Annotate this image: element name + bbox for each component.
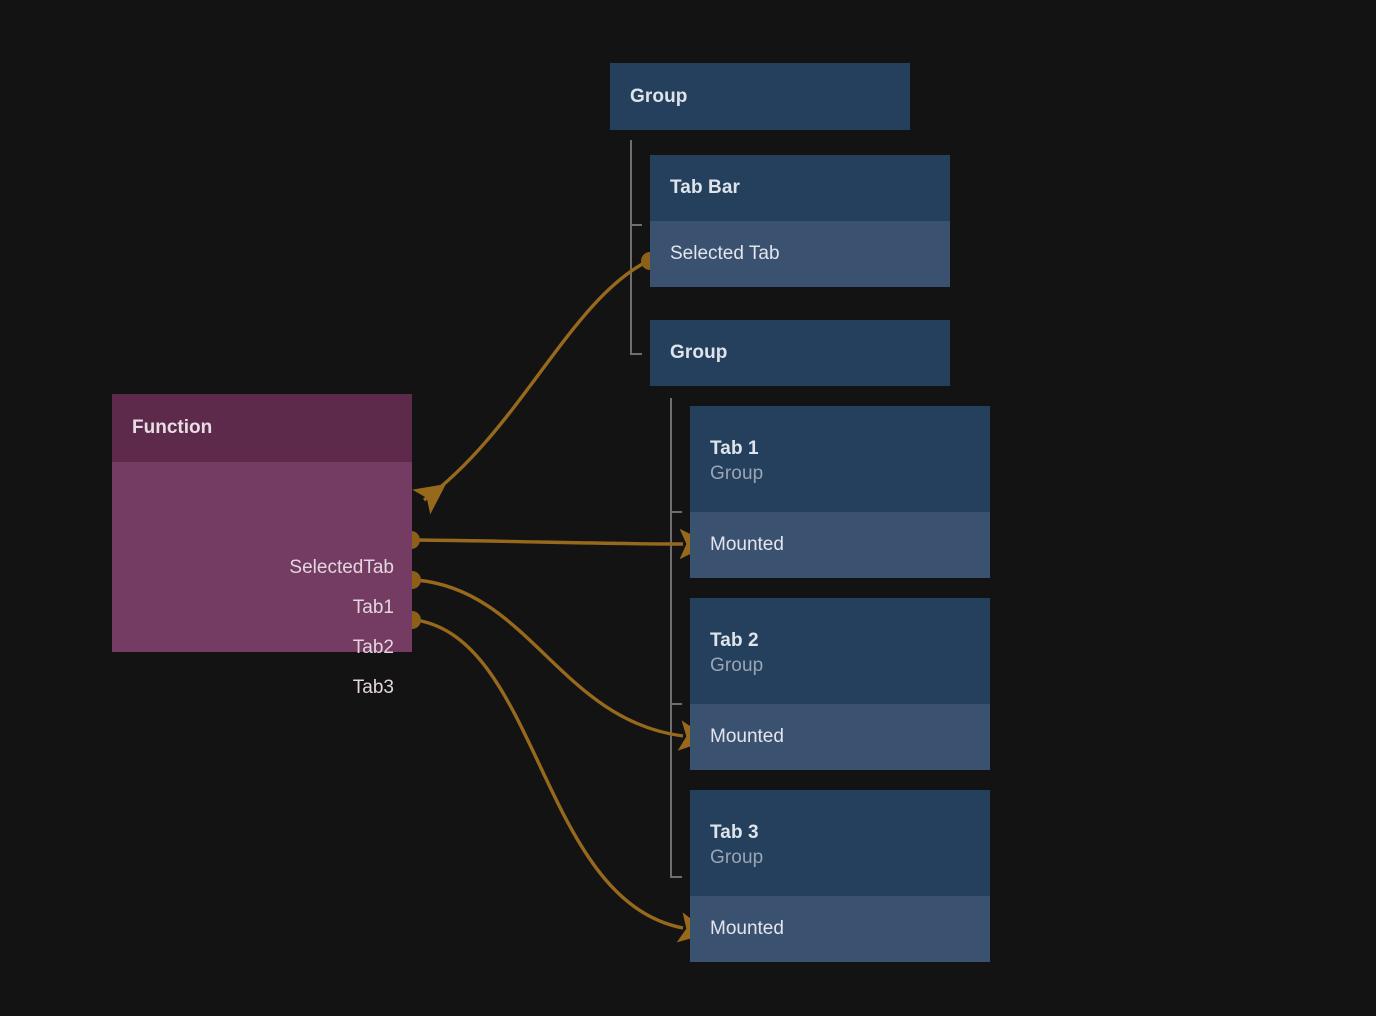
node-tab-1[interactable]: Tab 1 Group Mounted <box>690 406 990 578</box>
edge-tab3 <box>403 611 710 943</box>
node-root-group[interactable]: Group <box>610 63 910 130</box>
tree-guide-tick-group <box>630 353 642 355</box>
node-root-group-title: Group <box>630 85 688 107</box>
edge-selectedtab <box>412 252 659 515</box>
node-tab-3[interactable]: Tab 3 Group Mounted <box>690 790 990 962</box>
function-pin-tab2-label: Tab2 <box>352 637 394 658</box>
node-tab-1-subtitle: Group <box>710 462 764 484</box>
node-function-header: Function <box>112 394 412 462</box>
node-tab-3-subtitle: Group <box>710 846 764 868</box>
tree-guide-tick-tab3 <box>670 876 682 878</box>
node-function[interactable]: Function SelectedTab Tab1 Tab2 Tab3 <box>112 394 412 698</box>
tree-guide-vertical-root <box>630 140 632 355</box>
tree-guide-tick-tab1 <box>670 511 682 513</box>
node-function-title: Function <box>132 417 213 438</box>
node-tab-bar[interactable]: Tab Bar Selected Tab <box>650 155 950 287</box>
tree-guide-tick-tab2 <box>670 703 682 705</box>
node-tab-bar-row-label: Selected Tab <box>670 243 780 264</box>
edge-tab1 <box>402 528 711 560</box>
node-tab-3-row-mounted[interactable]: Mounted <box>690 896 990 962</box>
node-group-header: Group <box>650 320 950 386</box>
node-tab-bar-header: Tab Bar <box>650 155 950 221</box>
node-tab-2-subtitle: Group <box>710 654 764 676</box>
edge-tab2 <box>403 571 710 751</box>
node-root-group-header: Group <box>610 63 910 130</box>
tree-guide-tick-tabbar <box>630 224 642 226</box>
node-tab-1-row-label: Mounted <box>710 534 784 555</box>
node-tab-2-header: Tab 2 Group <box>690 598 990 704</box>
node-group-title: Group <box>670 342 728 363</box>
node-tab-3-title: Tab 3 <box>710 821 759 843</box>
function-pin-tab1-label: Tab1 <box>352 597 394 618</box>
node-tab-bar-title: Tab Bar <box>670 177 741 198</box>
node-tab-2-title: Tab 2 <box>710 629 759 651</box>
function-pin-tab3[interactable]: Tab3 <box>353 677 394 699</box>
function-pin-selectedtab[interactable]: SelectedTab <box>289 557 394 579</box>
node-tab-3-header: Tab 3 Group <box>690 790 990 896</box>
node-tab-2-row-mounted[interactable]: Mounted <box>690 704 990 770</box>
node-tab-2-row-label: Mounted <box>710 726 784 747</box>
function-pin-tab2[interactable]: Tab2 <box>353 637 394 659</box>
node-tab-3-row-label: Mounted <box>710 918 784 939</box>
node-function-body: SelectedTab Tab1 Tab2 Tab3 <box>112 462 412 698</box>
node-tab-1-header: Tab 1 Group <box>690 406 990 512</box>
function-pin-selectedtab-label: SelectedTab <box>289 557 394 578</box>
function-pin-tab1[interactable]: Tab1 <box>353 597 394 619</box>
node-tab-2[interactable]: Tab 2 Group Mounted <box>690 598 990 770</box>
tree-guide-vertical-group <box>670 398 672 878</box>
node-tab-1-title: Tab 1 <box>710 437 759 459</box>
node-tab-1-row-mounted[interactable]: Mounted <box>690 512 990 578</box>
node-group[interactable]: Group <box>650 320 950 386</box>
function-pin-tab3-label: Tab3 <box>352 677 394 698</box>
node-tab-bar-row-selected-tab[interactable]: Selected Tab <box>650 221 950 287</box>
